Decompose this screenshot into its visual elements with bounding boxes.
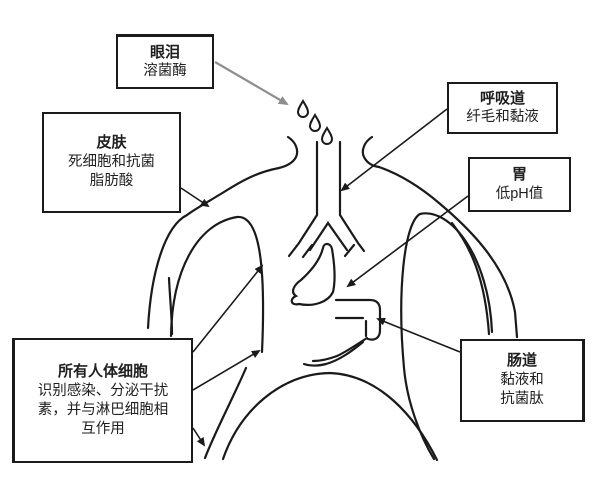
intestine-arrow	[376, 317, 461, 353]
left-hip-line	[203, 366, 248, 460]
cells-detail-1: 识别感染、分泌干扰	[37, 382, 169, 399]
stomach-arrow	[346, 195, 469, 288]
intestine-label-box: 肠道 黏液和 抗菌肽	[460, 339, 585, 422]
tears-title: 眼泪	[149, 43, 180, 61]
skin-detail-2: 脂肪酸	[89, 173, 134, 190]
intestine-detail-2: 抗菌肽	[500, 391, 544, 408]
stomach-detail: 低pH值	[495, 185, 544, 202]
cells-arrow-mid	[192, 349, 261, 391]
cells-detail-2: 素，并与淋巴细胞相	[37, 401, 169, 418]
respiratory-label-box: 呼吸道 纤毛和黏液	[447, 82, 558, 134]
pointer-arrows	[180, 108, 469, 447]
tears-arrow	[214, 61, 289, 106]
trachea-bronchi	[287, 140, 366, 259]
left-shoulder-arm	[146, 166, 281, 330]
cells-arrow-upper	[192, 264, 264, 353]
skin-label-box: 皮肤 死细胞和抗菌 脂肪酸	[42, 112, 181, 213]
cells-title: 所有人体细胞	[57, 362, 148, 380]
cells-arrow-lower	[192, 427, 206, 447]
tear-drops-icon	[296, 99, 334, 145]
intestine-shape	[302, 298, 382, 367]
skin-title: 皮肤	[96, 134, 127, 152]
right-lung	[400, 212, 494, 461]
tears-detail: 溶菌酶	[143, 63, 187, 80]
stomach-label-box: 胃 低pH值	[468, 157, 571, 212]
stomach-shape	[290, 242, 336, 306]
neck-left	[277, 135, 299, 170]
all-body-cells-label-box: 所有人体细胞 识别感染、分泌干扰 素，并与淋巴细胞相 互作用	[12, 338, 193, 463]
cells-detail-3: 互作用	[81, 420, 125, 437]
respiratory-title: 呼吸道	[479, 89, 525, 107]
lungs	[169, 212, 494, 461]
tears-label-box: 眼泪 溶菌酶	[116, 34, 214, 89]
skin-arrow	[180, 187, 210, 208]
skin-detail-1: 死细胞和抗菌	[68, 154, 155, 171]
respiratory-detail: 纤毛和黏液	[466, 109, 539, 126]
intestine-detail-1: 黏液和	[500, 372, 544, 389]
stomach-title: 胃	[511, 166, 527, 184]
intestine-title: 肠道	[506, 352, 537, 370]
respiratory-arrow	[340, 108, 448, 192]
left-lung	[169, 215, 265, 354]
right-shoulder-arm	[377, 165, 519, 339]
pelvis-arch	[221, 371, 439, 462]
